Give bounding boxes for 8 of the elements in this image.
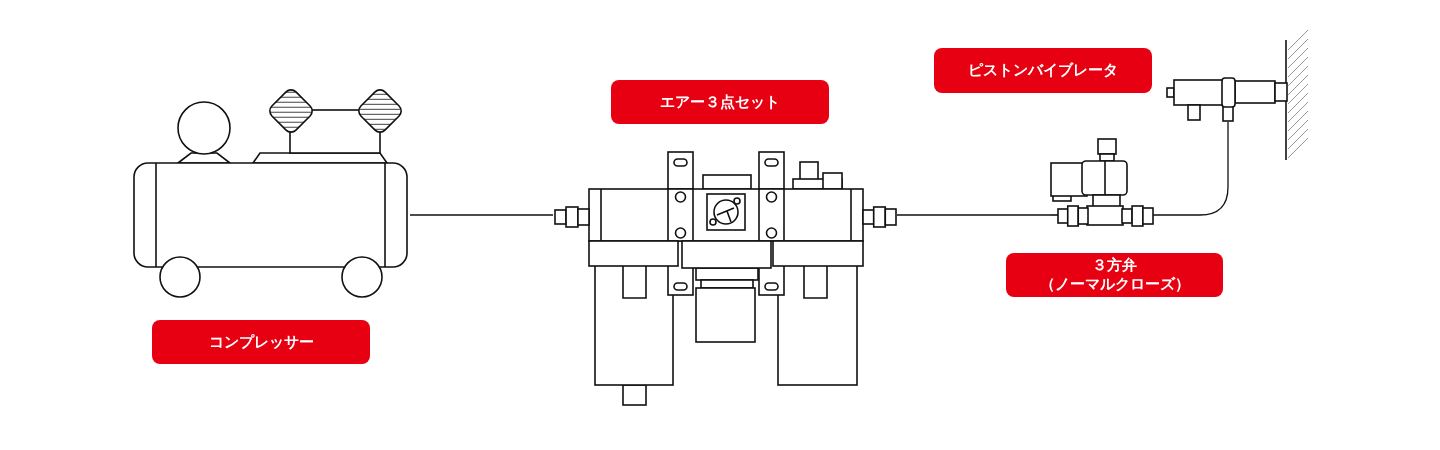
label-text: （ノーマルクローズ） bbox=[1039, 275, 1190, 294]
label-text: ピストンバイブレータ bbox=[968, 61, 1118, 80]
air-hose bbox=[1154, 121, 1229, 216]
label-text: ３方弁 bbox=[1092, 256, 1137, 275]
label-text: エアー３点セット bbox=[660, 92, 780, 112]
label-text: コンプレッサー bbox=[208, 332, 314, 352]
air-hose bbox=[896, 214, 1051, 216]
air-hose bbox=[409, 214, 554, 216]
